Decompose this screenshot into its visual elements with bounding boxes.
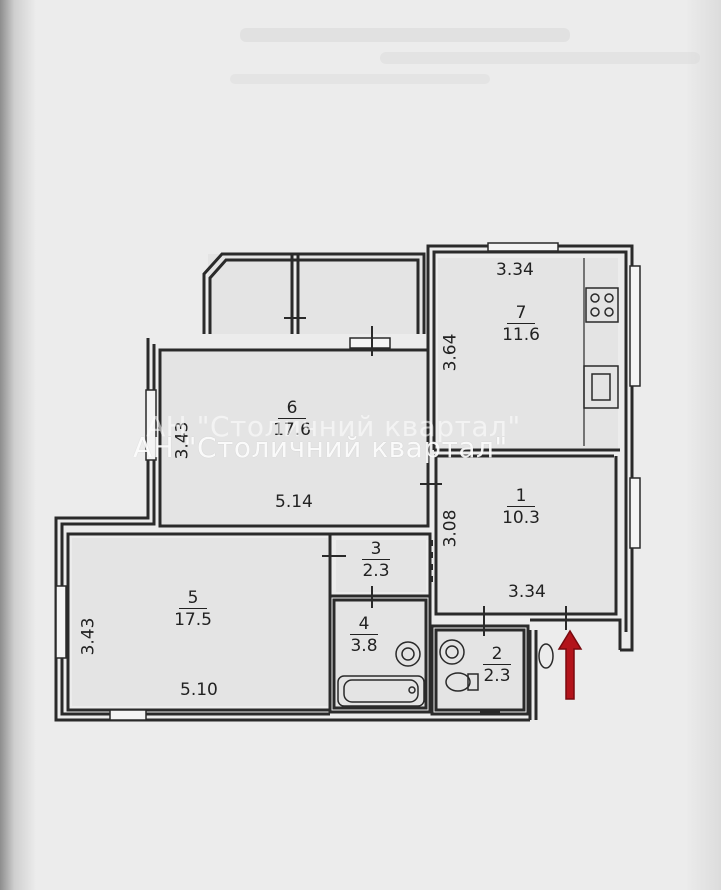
room-7-number: 7 bbox=[507, 305, 535, 324]
room-5-width: 5.10 bbox=[180, 680, 218, 700]
room-3-area: 2.3 bbox=[362, 561, 390, 581]
room-7-label: 7 11.6 bbox=[491, 305, 551, 344]
room-3-label: 3 2.3 bbox=[346, 541, 406, 580]
room-6-label: 6 17.6 bbox=[262, 400, 322, 439]
room-7-area: 11.6 bbox=[502, 325, 540, 345]
room-1-number: 1 bbox=[507, 488, 535, 507]
room-1-width: 3.34 bbox=[508, 582, 546, 602]
up-arrow-icon bbox=[557, 629, 583, 700]
room-5-depth: 3.43 bbox=[78, 617, 99, 656]
washbasin-icon-wc bbox=[439, 639, 465, 665]
room-2-area: 2.3 bbox=[483, 666, 511, 686]
windows bbox=[55, 242, 641, 721]
room-1-area: 10.3 bbox=[502, 508, 540, 528]
room-3-number: 3 bbox=[362, 541, 390, 560]
room-4-number: 4 bbox=[350, 616, 378, 635]
stove-icon bbox=[585, 287, 619, 323]
room-6-area: 17.6 bbox=[273, 420, 311, 440]
room-4-label: 4 3.8 bbox=[334, 616, 394, 655]
room-5-label: 5 17.5 bbox=[163, 590, 223, 629]
toilet-icon bbox=[445, 672, 479, 692]
entry-meter-icon bbox=[538, 643, 554, 669]
bathtub-icon bbox=[337, 675, 425, 707]
room-2-label: 2 2.3 bbox=[467, 646, 527, 685]
room-6-width: 5.14 bbox=[275, 492, 313, 512]
room-1-depth: 3.08 bbox=[440, 509, 461, 548]
room-1-label: 1 10.3 bbox=[491, 488, 551, 527]
room-2-number: 2 bbox=[483, 646, 511, 665]
room-6-number: 6 bbox=[278, 400, 306, 419]
room-4-area: 3.8 bbox=[350, 636, 378, 656]
room-7-depth: 3.64 bbox=[440, 333, 461, 372]
door-markers bbox=[284, 317, 567, 713]
watermark-ghost: АН "Столичний квартал" bbox=[146, 410, 521, 443]
room-5-number: 5 bbox=[179, 590, 207, 609]
watermark: АН "Столичний квартал" bbox=[133, 431, 508, 464]
room-7-width: 3.34 bbox=[496, 260, 534, 280]
faint-header-smudge bbox=[230, 28, 700, 84]
washbasin-icon bbox=[395, 641, 421, 667]
room-fills bbox=[72, 254, 618, 710]
room-5-area: 17.5 bbox=[174, 610, 212, 630]
